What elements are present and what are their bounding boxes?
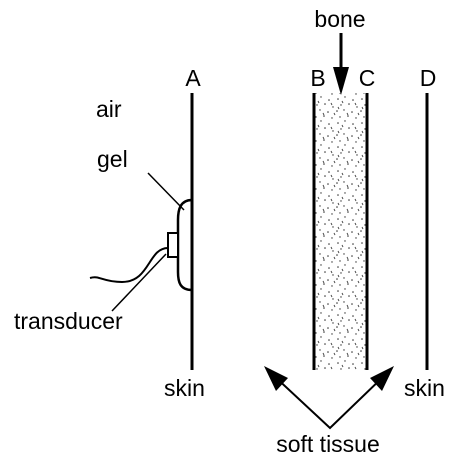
- label-transducer: transducer: [14, 308, 123, 334]
- label-skin-left: skin: [164, 375, 205, 401]
- label-c: C: [359, 65, 376, 91]
- label-soft-tissue: soft tissue: [276, 431, 380, 457]
- soft-tissue-arrows: [272, 374, 386, 428]
- soft-tissue-arrow-left-head: [264, 366, 288, 391]
- label-bone: bone: [314, 6, 365, 32]
- label-skin-right: skin: [404, 375, 445, 401]
- label-d: D: [420, 65, 437, 91]
- label-b: B: [310, 65, 325, 91]
- gel-leader-line: [148, 173, 184, 210]
- label-air: air: [96, 96, 122, 122]
- gel-layer: [178, 200, 192, 290]
- label-a: A: [185, 65, 201, 91]
- bone-layer: [314, 93, 367, 370]
- transducer-body: [168, 233, 178, 257]
- bone-arrow-head: [333, 67, 349, 95]
- label-gel: gel: [97, 146, 128, 172]
